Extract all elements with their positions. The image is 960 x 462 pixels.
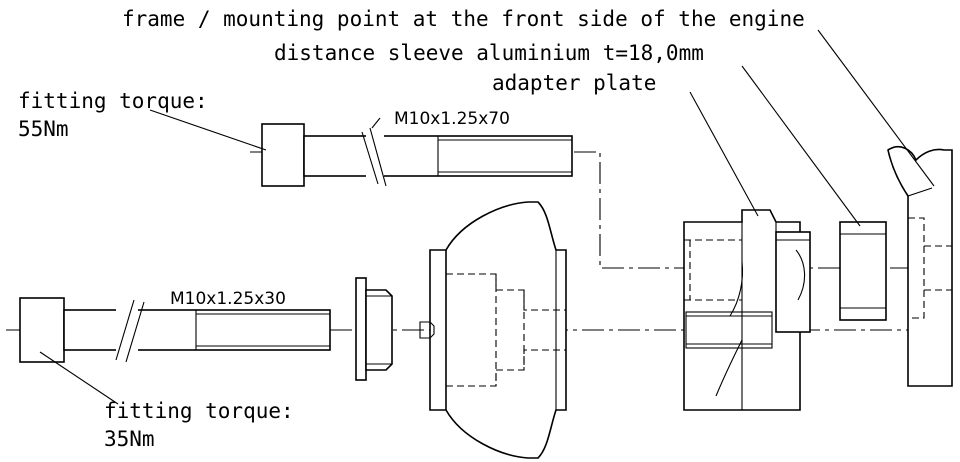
bolt-m10x70 [261,123,573,187]
label-bolt-m10x70: M10x1.25x70 [394,109,510,129]
leader-bolt-top [371,117,381,129]
hub-part [419,201,567,459]
leader-distance-sleeve [741,65,861,227]
label-frame-mount: frame / mounting point at the front side… [122,7,805,31]
bolt-m10x30 [19,297,331,363]
sleeve-flange [355,277,367,381]
threaded-hole [685,311,773,349]
label-torque-bottom-2: 35Nm [104,427,155,451]
flanged-sleeve [355,277,393,381]
break-symbol-2 [115,299,145,363]
leader-lines [39,29,935,405]
engine-frame [887,145,953,387]
distance-sleeve [839,221,887,321]
adapter-plate [683,209,811,411]
label-distance-sleeve: distance sleeve aluminium t=18,0mm [274,41,704,65]
leader-torque-top [149,109,267,151]
leader-adapter-plate [689,91,759,217]
label-bolt-m10x30: M10x1.25x30 [170,289,286,309]
hub-outline [429,201,567,459]
label-torque-top-1: fitting torque: [18,89,208,113]
label-adapter-plate: adapter plate [492,71,656,95]
bolt-m10x30-shank [63,309,331,351]
distance-sleeve-body [839,221,887,321]
leader-frame [817,29,935,187]
leader-torque-bottom [39,351,119,405]
bolt-m10x30-head [19,297,65,363]
sleeve-body [365,289,393,371]
label-torque-bottom-1: fitting torque: [104,399,294,423]
label-torque-top-2: 55Nm [18,117,69,141]
break-symbol [361,127,387,187]
bolt-m10x70-head [261,123,305,187]
adapter-boss [775,231,811,333]
frame-outline [887,145,953,387]
